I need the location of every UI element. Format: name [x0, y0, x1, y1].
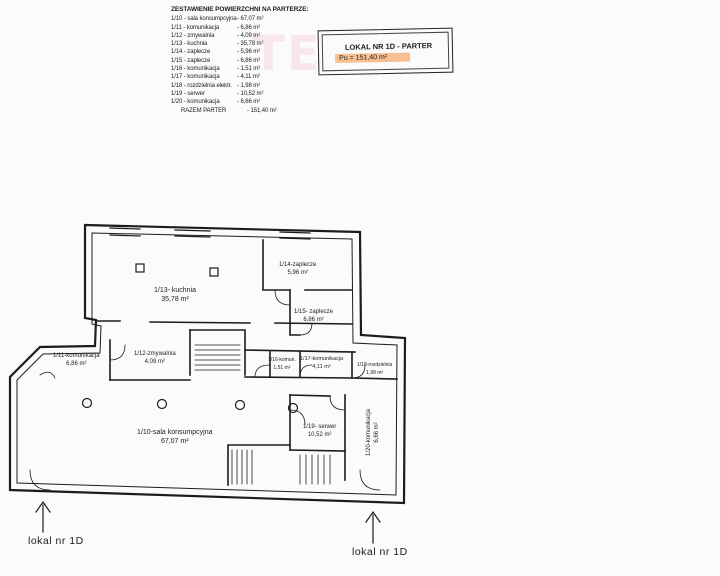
row-value: - 1,51 m²: [237, 66, 261, 73]
row-value: - 67,07 m²: [237, 16, 264, 23]
room-area: 6,86 m²: [66, 360, 87, 367]
room-area: 6,86 m²: [303, 316, 324, 323]
room-area: 67,07 m²: [160, 438, 189, 445]
stair-upper: [194, 344, 241, 371]
entrance-label-left: lokal nr 1D: [28, 535, 84, 547]
total-name: RAZEM PARTER: [181, 107, 227, 114]
schedule-heading: ZESTAWIENIE POWIERZCHNI NA PARTERZE:: [171, 6, 309, 13]
room-area: 35,78 m²: [161, 296, 189, 303]
room-label-hall: 1/10-sala konsumpcyjna 67,07 m²: [137, 428, 213, 446]
row-value: - 4,09 m²: [237, 32, 261, 39]
row-name: 1/18 - rozdzielnia elektr.: [171, 82, 232, 89]
stair-lower: [231, 449, 331, 485]
row-value: - 10,52 m²: [237, 90, 264, 97]
schedule-row: 1/10 - sala konsumpcyjna- 67,07 m²: [165, 15, 325, 23]
row-name: 1/10 - sala konsumpcyjna: [171, 16, 237, 23]
row-name: 1/19 - serwer: [171, 90, 205, 97]
columns: [81, 397, 299, 414]
room-area: 1,51 m²: [273, 364, 291, 371]
schedule-row: 1/17 - komunikacja - 4,11 m²: [165, 73, 325, 81]
row-value: - 4,11 m²: [237, 74, 260, 81]
row-value: - 6,86 m²: [237, 57, 261, 64]
watermark: TE: [252, 26, 322, 82]
room-label-kitchen: 1/13- kuchnia 35,78 m²: [154, 286, 196, 304]
room-name: 1/13- kuchnia: [154, 287, 197, 294]
room-name: 1/11-komunikacja: [53, 353, 100, 359]
room-name: 1/15- zaplecze: [294, 309, 334, 315]
row-name: 1/12 - zmywalnia: [171, 32, 215, 39]
row-name: 1/20 - komunikacja: [171, 99, 220, 106]
room-name: 1/12-zmywalnia: [134, 351, 176, 357]
row-value: - 1,98 m²: [237, 82, 261, 89]
room-area: 10,52 m²: [307, 431, 332, 438]
room-area: 4,11 m²: [312, 363, 331, 370]
outer-wall-inner-line: [16, 232, 398, 496]
row-value: - 5,96 m²: [237, 49, 261, 56]
room-area: 1,98 m²: [366, 369, 384, 376]
entrance-label-right: lokal nr 1D: [352, 546, 408, 558]
schedule-row: 1/15 - zaplecze - 6,86 m²: [165, 57, 325, 65]
schedule-row: 1/18 - rozdzielnia elektr. - 1,98 m²: [165, 82, 325, 90]
row-name: 1/15 - zaplecze: [171, 57, 211, 64]
schedule-row: 1/11 - komunikacja - 6,86 m²: [165, 24, 325, 32]
schedule-row: 1/13 - kuchnia - 35,78 m²: [165, 40, 325, 48]
windows-top: [109, 227, 311, 240]
schedule-row: 1/19 - serwer - 10,52 m²: [165, 90, 325, 98]
room-name: 1/17-komunikacja: [300, 356, 344, 362]
room-name: 1/18-rozdzielnia: [357, 362, 393, 368]
room-name: 1/16-komun.: [268, 357, 296, 363]
room-area: 6,66 m²: [373, 422, 380, 443]
row-value: - 6,66 m²: [237, 99, 261, 106]
partitions: [95, 239, 398, 486]
room-name: 1/14-zaplecze: [279, 262, 317, 268]
room-name: 1/19- serwer: [303, 424, 337, 430]
row-name: 1/11 - komunikacja: [171, 24, 220, 31]
schedule-row: 1/14 - zaplecze - 5,96 m²: [165, 48, 325, 56]
row-value: - 6,86 m²: [237, 24, 261, 31]
row-value: - 35,78 m²: [237, 41, 264, 48]
room-area: 5,96 m²: [287, 269, 308, 276]
room-name: 1/10-sala konsumpcyjna: [137, 429, 213, 436]
entrance-arrows: [35, 500, 381, 544]
row-name: 1/13 - kuchnia: [171, 41, 208, 48]
room-area: 4,09 m²: [144, 358, 166, 365]
row-name: 1/17 - komunikacja: [171, 74, 220, 81]
room-label-corridor16: 1/16-komun.1,51 m²: [268, 357, 296, 372]
row-name: 1/16 - komunikacja: [171, 66, 220, 73]
room-name: 1/20-komunikacja: [366, 408, 373, 457]
total-value: - 151,40 m²: [247, 107, 277, 114]
kitchen-pillars: [135, 263, 219, 277]
schedule-row: 1/16 - komunikacja - 1,51 m²: [165, 65, 325, 73]
schedule-row: 1/20 - komunikacja - 6,66 m²: [165, 98, 325, 106]
row-name: 1/14 - zaplecze: [171, 49, 211, 56]
schedule-total-row: RAZEM PARTER - 151,40 m²: [165, 107, 325, 115]
outer-wall: [8, 223, 407, 505]
door-swings: [29, 289, 381, 491]
area-schedule: ZESTAWIENIE POWIERZCHNI NA PARTERZE: 1/1…: [165, 6, 325, 115]
schedule-row: 1/12 - zmywalnia - 4,09 m²: [165, 32, 325, 40]
